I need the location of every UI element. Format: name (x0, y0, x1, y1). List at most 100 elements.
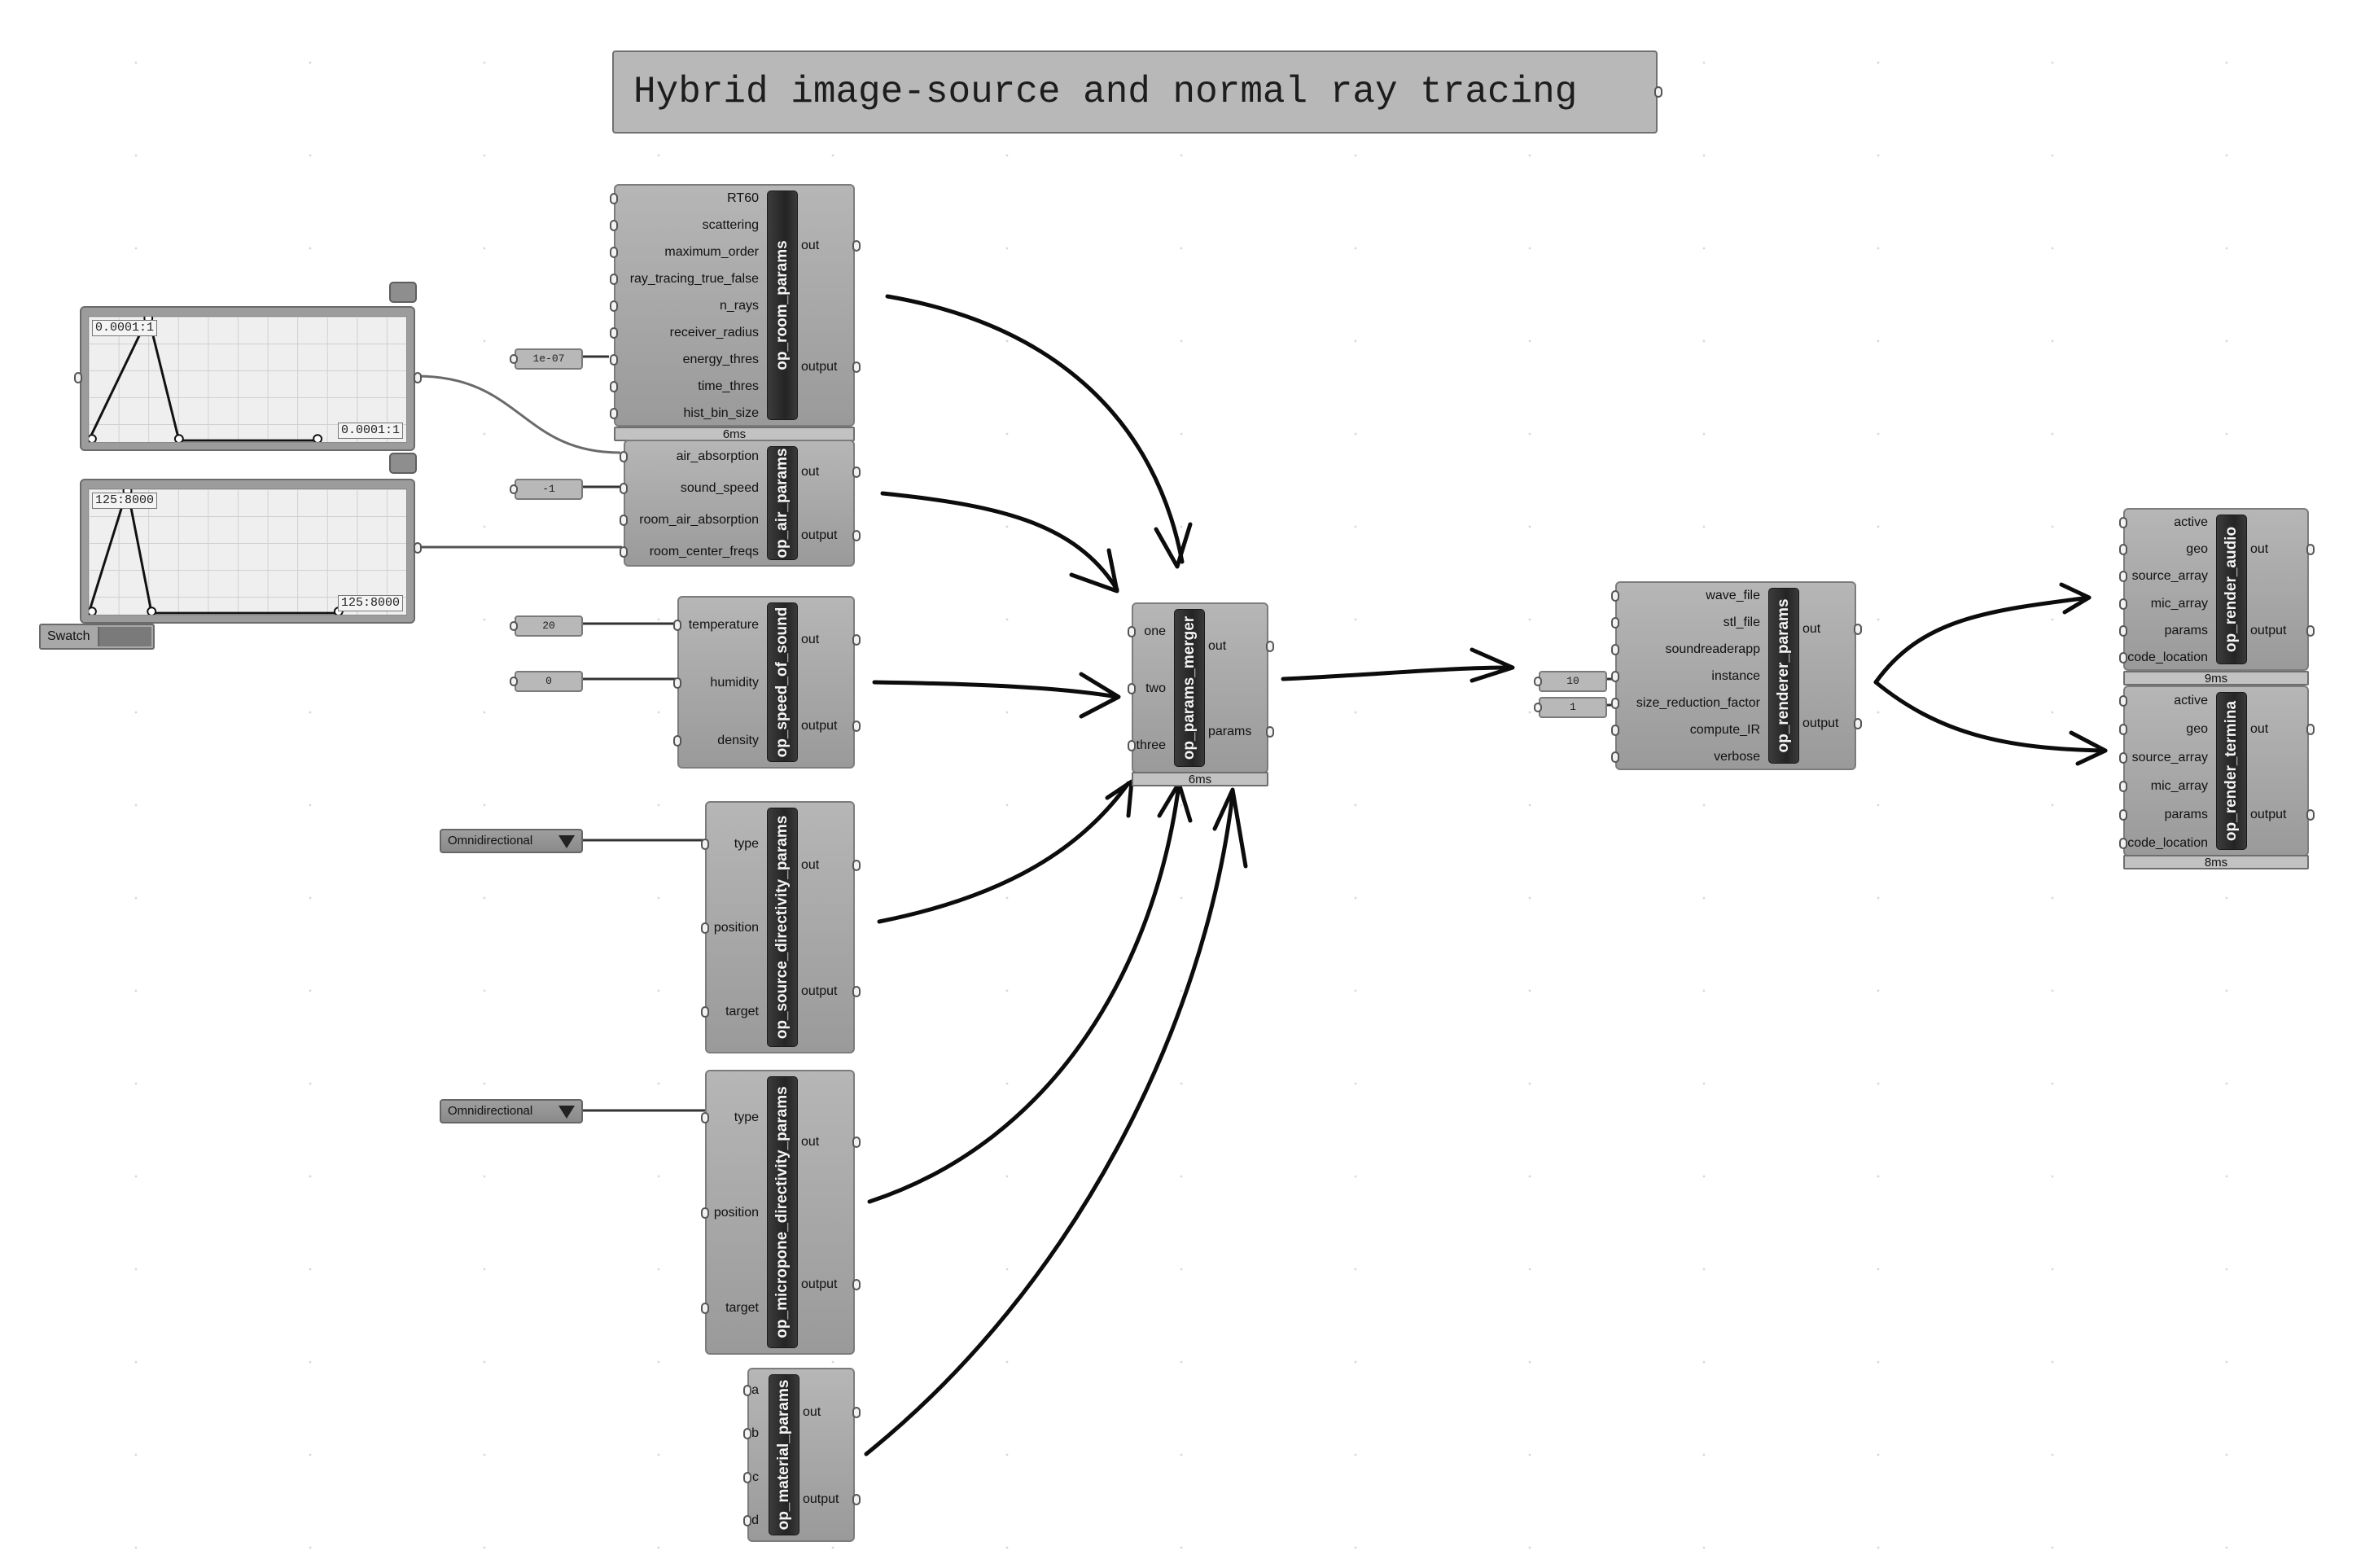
input-nub-active[interactable] (2119, 516, 2127, 528)
output-nub-output[interactable] (852, 985, 861, 997)
input-nub-room-air-absorption[interactable] (620, 514, 628, 526)
component-name-strip[interactable]: op_room_params (767, 191, 798, 420)
component-name-strip[interactable]: op_air_params (767, 446, 798, 560)
value-list-source-type[interactable]: Omnidirectional (440, 829, 583, 853)
input-nub-type[interactable] (701, 838, 709, 850)
output-nub-out[interactable] (852, 634, 861, 646)
number-sound-speed[interactable]: -1 (510, 479, 583, 500)
input-nub-source-array[interactable] (2119, 751, 2127, 764)
input-nub-room-center-freqs[interactable] (620, 545, 628, 558)
component-name-strip[interactable]: op_source_directivity_params (767, 808, 798, 1047)
output-nub-out[interactable] (852, 466, 861, 478)
output-nub-output[interactable] (2306, 808, 2315, 821)
output-nub-out[interactable] (1854, 624, 1862, 635)
input-nub-code-location[interactable] (2119, 652, 2127, 664)
output-nub-out[interactable] (2306, 723, 2315, 735)
component-name-strip[interactable]: op_renderer_params (1768, 588, 1799, 764)
speech-bubble-icon[interactable] (389, 282, 417, 303)
input-nub-c[interactable] (743, 1471, 751, 1483)
input-nub-geo[interactable] (2119, 544, 2127, 555)
input-nub-hist-bin-size[interactable] (610, 408, 618, 420)
input-nub-energy-thres[interactable] (610, 354, 618, 366)
input-nub-size-reduction-factor[interactable] (1611, 698, 1619, 710)
input-nub-sound-speed[interactable] (620, 482, 628, 494)
input-nub-RT60[interactable] (610, 192, 618, 204)
input-nub-source-array[interactable] (2119, 571, 2127, 583)
output-nub-out[interactable] (852, 1136, 861, 1148)
input-nub-position[interactable] (701, 922, 709, 934)
graph-mapper-2-plot[interactable]: 125:8000 125:8000 (88, 488, 407, 615)
input-nub-position[interactable] (701, 1207, 709, 1219)
input-nub-scattering[interactable] (610, 219, 618, 231)
input-nub-mic-array[interactable] (2119, 780, 2127, 792)
input-nub-d[interactable] (743, 1515, 751, 1527)
input-nub-params[interactable] (2119, 808, 2127, 821)
value-list-mic-type[interactable]: Omnidirectional (440, 1099, 583, 1123)
component-name-strip[interactable]: op_micropone_directivity_params (767, 1076, 798, 1348)
input-nub-density[interactable] (673, 734, 681, 747)
graph-mapper-2-output-nub[interactable] (414, 542, 422, 554)
number-renderer-b[interactable]: 1 (1534, 697, 1607, 718)
component-name-strip[interactable]: op_material_params (769, 1374, 799, 1535)
input-nub-verbose[interactable] (1611, 751, 1619, 764)
component-name-strip[interactable]: op_params_merger (1174, 609, 1205, 767)
input-nub-b[interactable] (743, 1428, 751, 1440)
input-nub-temperature[interactable] (673, 620, 681, 632)
output-nub-out[interactable] (852, 859, 861, 871)
input-nub-receiver-radius[interactable] (610, 327, 618, 339)
input-nub-maximum-order[interactable] (610, 246, 618, 258)
graph-mapper-1-input-nub[interactable] (74, 372, 82, 383)
input-nub-time-thres[interactable] (610, 381, 618, 393)
output-nub-output[interactable] (852, 1278, 861, 1290)
input-nub-target[interactable] (701, 1302, 709, 1314)
swatch-color[interactable] (98, 627, 151, 646)
input-nub-mic-array[interactable] (2119, 598, 2127, 610)
graph-mapper-1-plot[interactable]: 0.0001:1 0.0001:1 (88, 316, 407, 443)
input-nub-code-location[interactable] (2119, 837, 2127, 849)
output-nub-out[interactable] (852, 239, 861, 252)
input-nub-geo[interactable] (2119, 723, 2127, 735)
input-nub-type[interactable] (701, 1112, 709, 1124)
output-nub-output[interactable] (852, 720, 861, 732)
graph-mapper-2[interactable]: 125:8000 125:8000 (80, 479, 415, 624)
output-nub-output[interactable] (2306, 625, 2315, 637)
output-nub-output[interactable] (852, 1493, 861, 1505)
input-nub-compute-IR[interactable] (1611, 725, 1619, 737)
input-nub-three[interactable] (1128, 740, 1136, 751)
input-nub-soundreaderapp[interactable] (1611, 643, 1619, 655)
title-output-nub[interactable] (1654, 86, 1662, 98)
input-nub-one[interactable] (1128, 626, 1136, 637)
input-nub-ray-tracing-true-false[interactable] (610, 273, 618, 285)
number-energy-thres[interactable]: 1e-07 (510, 348, 583, 370)
number-temperature[interactable]: 20 (510, 615, 583, 637)
input-nub-a[interactable] (743, 1384, 751, 1396)
component-name-strip[interactable]: op_render_audio (2216, 515, 2247, 664)
output-nub-output[interactable] (852, 530, 861, 541)
input-nub-target[interactable] (701, 1006, 709, 1018)
graph-mapper-1[interactable]: 0.0001:1 0.0001:1 (80, 306, 415, 451)
output-nub-out[interactable] (1266, 640, 1274, 652)
input-nub-stl-file[interactable] (1611, 616, 1619, 629)
graph-mapper-1-output-nub[interactable] (414, 372, 422, 383)
dropdown-triangle-icon[interactable] (558, 835, 575, 848)
number-humidity[interactable]: 0 (510, 671, 583, 692)
output-nub-output[interactable] (852, 361, 861, 373)
input-nub-instance[interactable] (1611, 671, 1619, 682)
input-nub-air-absorption[interactable] (620, 450, 628, 462)
dropdown-triangle-icon[interactable] (558, 1106, 575, 1119)
input-nub-two[interactable] (1128, 683, 1136, 694)
input-nub-active[interactable] (2119, 694, 2127, 707)
speech-bubble-icon[interactable] (389, 453, 417, 474)
component-name-strip[interactable]: op_render_termina (2216, 692, 2247, 850)
number-renderer-a[interactable]: 10 (1534, 671, 1607, 692)
